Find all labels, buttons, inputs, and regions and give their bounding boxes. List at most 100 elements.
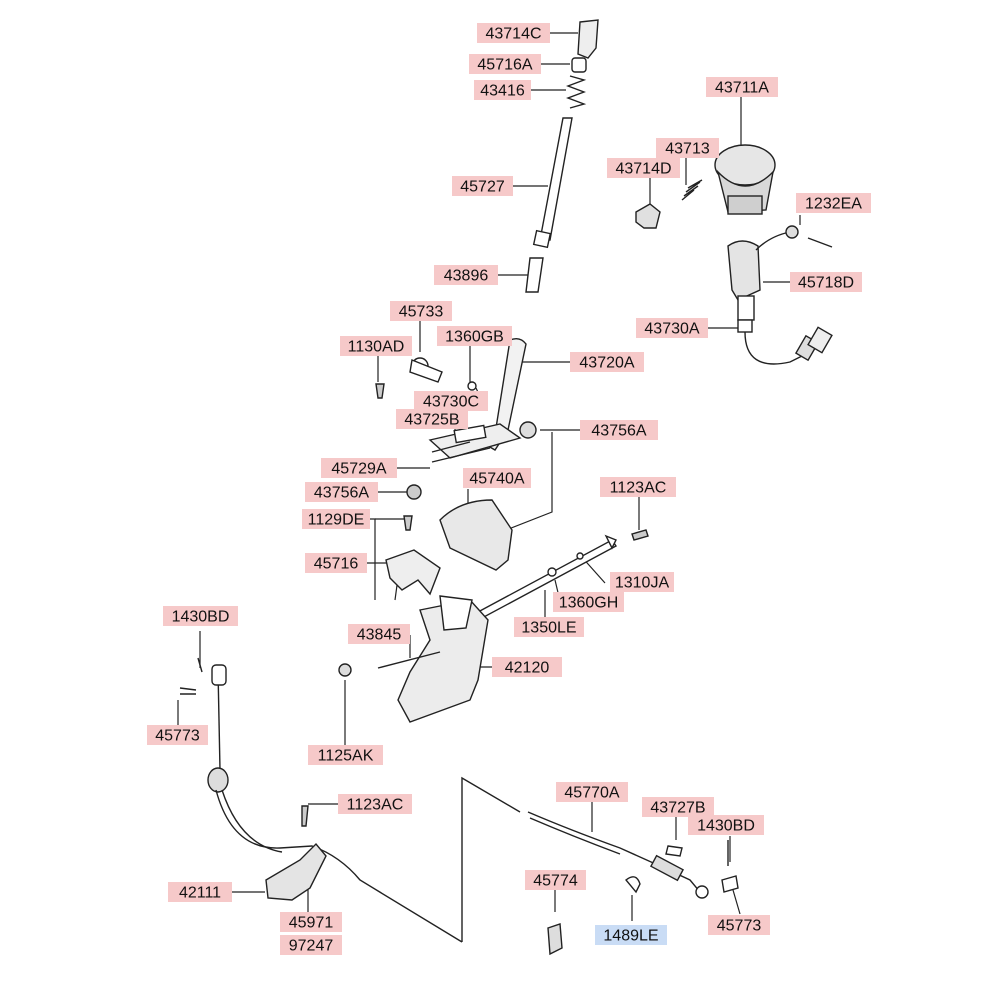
part-number-text: 43756A (314, 485, 369, 502)
part-number-text: 1123AC (610, 480, 667, 497)
part-label: 43730A (636, 318, 708, 338)
part-label: 45716A (469, 54, 541, 74)
part-label: 42120 (492, 657, 562, 677)
part-label-background (302, 509, 370, 529)
part-label-background (168, 882, 232, 902)
part-label: 1130AD (340, 336, 412, 356)
part-number-text: 42120 (505, 660, 550, 677)
part-label-background (321, 458, 397, 478)
part-label-background (474, 80, 531, 100)
part-number-text: 45716 (314, 556, 359, 573)
part-number-text: 43416 (480, 83, 525, 100)
part-label-background (642, 797, 714, 817)
part-number-text: 43730A (644, 321, 699, 338)
part-label-background (305, 553, 367, 573)
part-label-background (477, 23, 550, 43)
part-label: 1123AC (600, 477, 676, 497)
part-label: 45773 (708, 915, 770, 935)
cable-right-drawing (527, 811, 701, 893)
part-label-background (348, 624, 410, 644)
part-label-background (147, 725, 208, 745)
part-label-background (570, 352, 644, 372)
part-label: 43713 (656, 138, 719, 158)
part-number-text: 43756A (591, 423, 646, 440)
part-label-background (492, 657, 562, 677)
part-label: 1430BD (688, 815, 764, 835)
part-label: 43711A (706, 77, 778, 97)
part-number-text: 1125AK (318, 748, 374, 765)
part-label-background (688, 815, 764, 835)
part-number-text: 45727 (460, 179, 505, 196)
part-number-text: 1123AC (347, 797, 404, 814)
part-label-background (656, 138, 719, 158)
gear-knob-drawing (714, 144, 776, 215)
part-label-background (280, 935, 342, 955)
part-label-background (607, 158, 680, 178)
detent-plate-drawing (385, 549, 441, 596)
part-label-background (280, 912, 342, 932)
part-number-text: 43720A (579, 355, 634, 372)
part-label: 43714C (477, 23, 550, 43)
part-label: 45740A (463, 468, 531, 488)
part-number-text: 42111 (179, 885, 221, 902)
part-number-text: 43711A (715, 80, 769, 97)
part-label-background (396, 409, 468, 429)
part-number-text: 1129DE (308, 512, 365, 529)
part-number-text: 45740A (469, 471, 524, 488)
cable-left-drawing (217, 669, 221, 771)
bushing-drawing (571, 57, 587, 73)
part-number-text: 45716A (477, 57, 532, 74)
part-label: 43756A (305, 482, 378, 502)
part-drawings (179, 19, 833, 956)
part-label-background (525, 870, 586, 890)
part-label: 1489LE (595, 925, 667, 945)
part-number-text: 43727B (650, 800, 705, 817)
part-label: 43756A (580, 420, 658, 440)
knob-button-drawing (635, 203, 661, 229)
part-label-background (706, 77, 778, 97)
part-label-background (434, 265, 498, 285)
part-number-text: 43713 (665, 141, 710, 158)
part-label: 1430BD (163, 606, 238, 626)
knob-cap-drawing (577, 19, 599, 59)
part-number-text: 1360GH (559, 595, 619, 612)
part-label: 45733 (390, 301, 452, 321)
part-number-text: 1489LE (603, 928, 658, 945)
part-label-background (469, 54, 541, 74)
harness-drawing (744, 331, 803, 365)
part-label: 1360GB (437, 326, 512, 346)
cable-bracket-drawing (265, 842, 327, 901)
part-label: 1360GH (553, 592, 624, 612)
part-label: 45971 (280, 912, 342, 932)
part-number-text: 45774 (533, 873, 578, 890)
lever-boot-drawing (727, 240, 761, 301)
part-number-text: 45733 (399, 304, 444, 321)
part-label-background (414, 391, 488, 411)
part-label-background (463, 468, 531, 488)
part-label-background (305, 482, 378, 502)
part-label: 45770A (556, 782, 628, 802)
part-number-text: 1430BD (697, 818, 755, 835)
part-label-background (338, 794, 412, 814)
knob-spring-drawing (681, 179, 703, 201)
part-label: 97247 (280, 935, 342, 955)
rod-end-drawing (532, 229, 552, 249)
part-label: 43896 (434, 265, 498, 285)
part-label: 43714D (607, 158, 680, 178)
part-number-text: 45770A (564, 785, 619, 802)
part-label-background (790, 272, 862, 292)
part-number-text: 43845 (357, 627, 402, 644)
rod-pin-drawing (525, 257, 544, 293)
part-label-background (514, 617, 584, 637)
gate-plate-drawing (439, 499, 513, 571)
clip-drawing (547, 923, 563, 956)
part-number-text: 43896 (444, 268, 489, 285)
part-label-background (308, 745, 383, 765)
part-label: 43720A (570, 352, 644, 372)
part-label-background (340, 336, 412, 356)
shift-rod-drawing (539, 117, 573, 241)
part-number-text: 1130AD (348, 339, 405, 356)
part-label-background (390, 301, 452, 321)
part-label: 45729A (321, 458, 397, 478)
